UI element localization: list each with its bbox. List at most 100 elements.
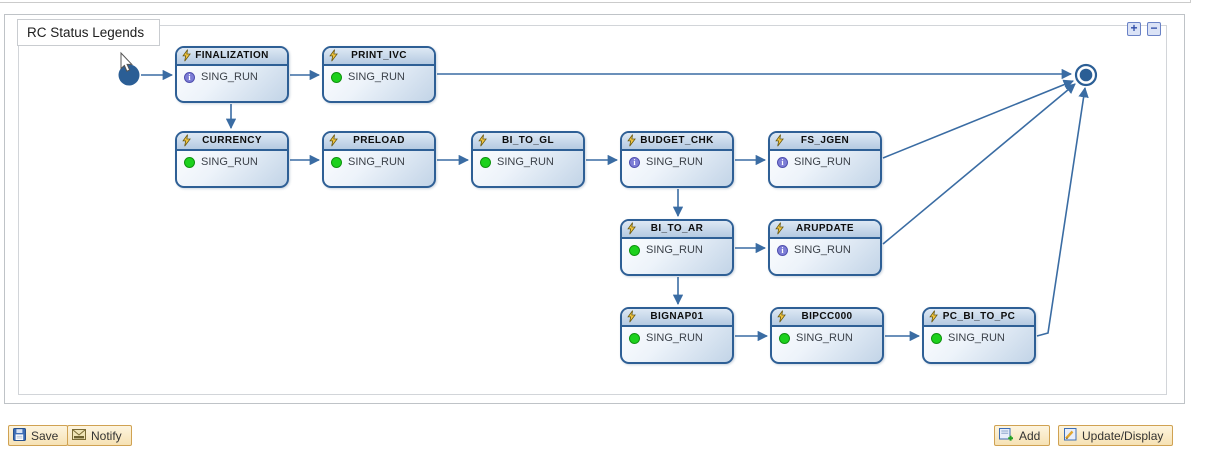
save-icon: [13, 427, 26, 444]
process-node-currency[interactable]: CURRENCY SING_RUN: [175, 131, 289, 188]
node-title: BI_TO_GL: [502, 135, 554, 146]
envelope-icon: [72, 428, 86, 443]
zoom-in-button[interactable]: +: [1127, 22, 1141, 36]
node-status-label: SING_RUN: [348, 71, 405, 83]
node-status-row: SING_RUN: [622, 327, 732, 344]
node-title: PRINT_IVC: [351, 50, 407, 61]
lightning-icon: [929, 310, 938, 328]
node-status-label: SING_RUN: [794, 156, 851, 168]
node-status-row: SING_RUN: [772, 327, 882, 344]
lightning-icon: [627, 134, 636, 152]
lightning-icon: [478, 134, 487, 152]
node-header: ARUPDATE: [770, 221, 880, 239]
lightning-icon: [329, 49, 338, 67]
zoom-out-button[interactable]: −: [1147, 22, 1161, 36]
node-title: CURRENCY: [202, 135, 262, 146]
pencil-page-icon: [1063, 427, 1077, 444]
process-node-bignap01[interactable]: BIGNAP01 SING_RUN: [620, 307, 734, 364]
node-status-row: SING_RUN: [177, 151, 287, 168]
node-header: BIPCC000: [772, 309, 882, 327]
lightning-icon: [777, 310, 786, 328]
node-status-row: i SING_RUN: [622, 151, 732, 168]
node-title: BI_TO_AR: [650, 223, 704, 234]
node-status-row: SING_RUN: [924, 327, 1034, 344]
status-success-icon: [480, 156, 491, 168]
process-node-preload[interactable]: PRELOAD SING_RUN: [322, 131, 436, 188]
status-success-icon: [629, 332, 640, 344]
node-status-label: SING_RUN: [201, 71, 258, 83]
node-status-label: SING_RUN: [794, 244, 851, 256]
node-title: BIPCC000: [801, 311, 853, 322]
node-status-label: SING_RUN: [646, 156, 703, 168]
node-status-row: SING_RUN: [473, 151, 583, 168]
status-success-icon: [331, 156, 342, 168]
node-header: CURRENCY: [177, 133, 287, 151]
lightning-icon: [182, 134, 191, 152]
add-button-label: Add: [1019, 428, 1041, 443]
lightning-icon: [775, 222, 784, 240]
node-header: BIGNAP01: [622, 309, 732, 327]
node-status-label: SING_RUN: [348, 156, 405, 168]
status-info-icon: i: [777, 244, 788, 256]
node-title: PRELOAD: [353, 135, 405, 146]
node-status-label: SING_RUN: [796, 332, 853, 344]
status-info-icon: i: [629, 156, 640, 168]
process-node-print_ivc[interactable]: PRINT_IVC SING_RUN: [322, 46, 436, 103]
node-header: PC_BI_TO_PC: [924, 309, 1034, 327]
notify-button-label: Notify: [91, 428, 122, 443]
process-node-bipcc000[interactable]: BIPCC000 SING_RUN: [770, 307, 884, 364]
lightning-icon: [627, 310, 636, 328]
process-node-bi_to_ar[interactable]: BI_TO_AR SING_RUN: [620, 219, 734, 276]
node-title: FINALIZATION: [195, 50, 269, 61]
node-status-row: SING_RUN: [324, 66, 434, 83]
node-title: ARUPDATE: [795, 223, 854, 234]
add-button[interactable]: Add: [994, 425, 1051, 446]
lightning-icon: [329, 134, 338, 152]
lightning-icon: [775, 134, 784, 152]
lightning-icon: [182, 49, 191, 67]
node-header: FS_JGEN: [770, 133, 880, 151]
page-title: RC Status Legends: [17, 19, 160, 46]
node-title: BUDGET_CHK: [640, 135, 714, 146]
process-node-bi_to_gl[interactable]: BI_TO_GL SING_RUN: [471, 131, 585, 188]
node-title: BIGNAP01: [650, 311, 704, 322]
status-success-icon: [779, 332, 790, 344]
node-title: PC_BI_TO_PC: [942, 311, 1016, 322]
status-info-icon: i: [777, 156, 788, 168]
node-title: FS_JGEN: [800, 135, 850, 146]
node-status-row: SING_RUN: [622, 239, 732, 256]
status-success-icon: [931, 332, 942, 344]
top-divider-stub: [1190, 0, 1191, 3]
node-status-row: i SING_RUN: [177, 66, 287, 83]
node-status-row: i SING_RUN: [770, 239, 880, 256]
node-status-label: SING_RUN: [646, 332, 703, 344]
status-success-icon: [184, 156, 195, 168]
process-node-pc_bi_to_pc[interactable]: PC_BI_TO_PC SING_RUN: [922, 307, 1036, 364]
status-success-icon: [331, 71, 342, 83]
update-display-button[interactable]: Update/Display: [1058, 425, 1174, 446]
node-status-label: SING_RUN: [497, 156, 554, 168]
node-status-label: SING_RUN: [646, 244, 703, 256]
top-divider: [0, 2, 1191, 3]
lightning-icon: [627, 222, 636, 240]
node-header: BUDGET_CHK: [622, 133, 732, 151]
node-header: BI_TO_AR: [622, 221, 732, 239]
process-node-finalization[interactable]: FINALIZATION i SING_RUN: [175, 46, 289, 103]
node-header: PRELOAD: [324, 133, 434, 151]
process-node-budget_chk[interactable]: BUDGET_CHK i SING_RUN: [620, 131, 734, 188]
node-header: FINALIZATION: [177, 48, 287, 66]
add-icon: [999, 427, 1014, 444]
update-display-button-label: Update/Display: [1082, 428, 1164, 443]
node-status-row: SING_RUN: [324, 151, 434, 168]
status-info-icon: i: [184, 71, 195, 83]
node-status-label: SING_RUN: [201, 156, 258, 168]
node-status-row: i SING_RUN: [770, 151, 880, 168]
notify-button[interactable]: Notify: [67, 425, 132, 446]
save-button-label: Save: [31, 428, 59, 443]
status-success-icon: [629, 244, 640, 256]
save-button[interactable]: Save: [8, 425, 69, 446]
process-node-fs_jgen[interactable]: FS_JGEN i SING_RUN: [768, 131, 882, 188]
process-node-arupdate[interactable]: ARUPDATE i SING_RUN: [768, 219, 882, 276]
